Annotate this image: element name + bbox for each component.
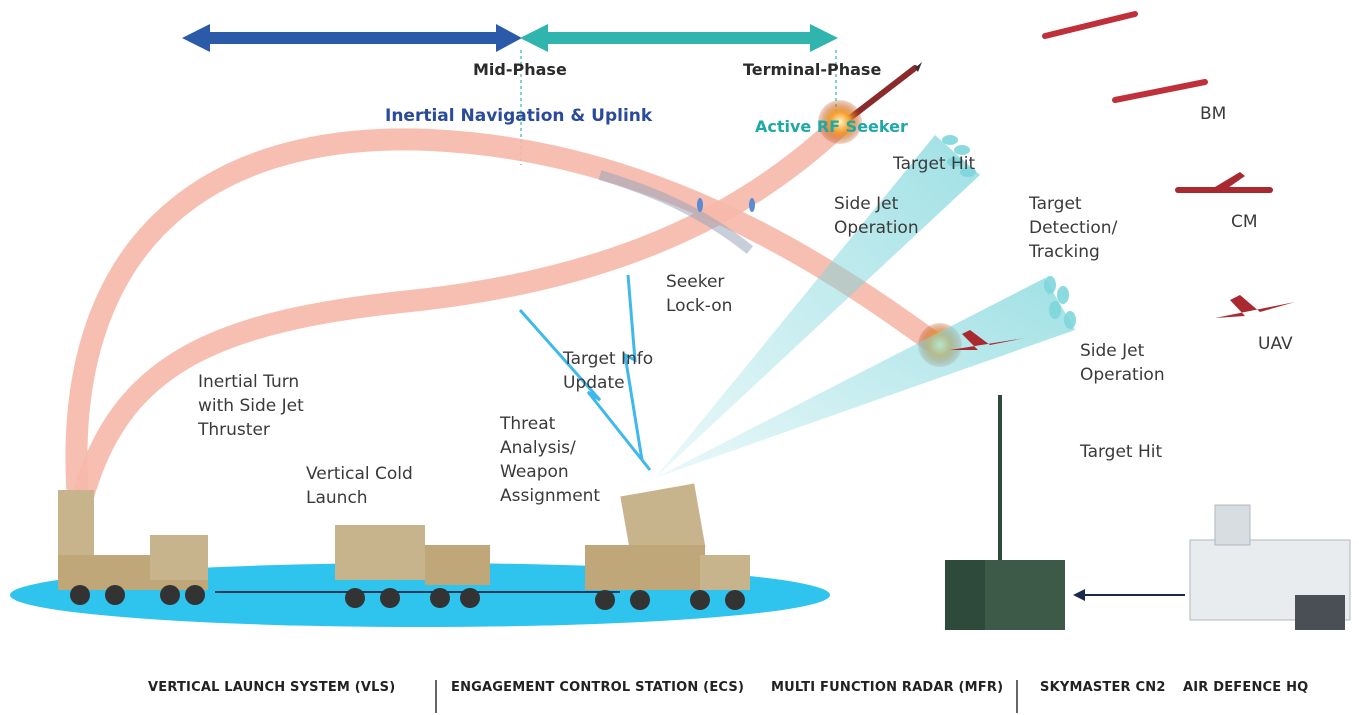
radar-beam-lower — [655, 278, 1075, 478]
trajectory-shadow — [598, 170, 754, 254]
skymaster-caption: SKYMASTER CN2 — [1040, 680, 1166, 695]
target-hit-lower-label: Target Hit — [1080, 442, 1163, 462]
trajectory-upper — [65, 128, 941, 511]
uplink-lightning-2 — [623, 274, 644, 461]
mid-phase-label: Mid-Phase — [473, 60, 567, 79]
uav-icon — [1215, 295, 1295, 318]
hq-building-icon — [1189, 504, 1351, 630]
beam-cluster-upper — [942, 135, 976, 177]
cm-icon — [1175, 172, 1273, 193]
bm-label: BM — [1200, 104, 1227, 124]
seeker-lockon-label: Seeker Lock-on — [666, 272, 733, 316]
bm-icon — [1112, 79, 1208, 103]
skymaster-tower-icon — [945, 395, 1065, 630]
launcher-vehicle-icon — [335, 525, 490, 608]
phase-marker-1 — [697, 198, 703, 212]
inertial-turn-label: Inertial Turn with Side Jet Thruster — [198, 372, 304, 440]
uplink-lightning-1 — [518, 309, 652, 471]
target-detection-label: Target Detection/ Tracking — [1029, 194, 1118, 262]
mid-phase-arrow — [182, 24, 522, 52]
interceptor-missile — [847, 62, 922, 121]
cm-label: CM — [1231, 212, 1258, 232]
side-jet-upper-label: Side Jet Operation — [834, 194, 919, 238]
phase-marker-2 — [749, 198, 755, 212]
vls-caption: VERTICAL LAUNCH SYSTEM (VLS) — [148, 680, 396, 695]
hq-link-arrowhead — [1073, 589, 1085, 601]
active-rf-seeker-label: Active RF Seeker — [755, 117, 908, 136]
target-info-label: Target Info Update — [563, 349, 654, 393]
vertical-cold-launch-label: Vertical Cold Launch — [306, 464, 413, 508]
target-hit-upper-label: Target Hit — [893, 154, 976, 174]
ecs-caption: ENGAGEMENT CONTROL STATION (ECS) — [451, 680, 745, 695]
threat-missile-top — [1042, 11, 1138, 39]
vls-vehicle-icon — [58, 490, 208, 605]
mfr-caption: MULTI FUNCTION RADAR (MFR) — [771, 680, 1004, 695]
trajectory-lower — [71, 114, 851, 511]
terminal-phase-arrow — [520, 24, 838, 52]
uav-label: UAV — [1258, 334, 1293, 354]
beam-cluster-lower — [1044, 276, 1076, 329]
air-defence-hq-caption: AIR DEFENCE HQ — [1183, 680, 1309, 695]
terminal-phase-label: Terminal-Phase — [743, 60, 882, 79]
mfr-vehicle-icon — [585, 483, 750, 610]
inertial-navigation-label: Inertial Navigation & Uplink — [385, 106, 653, 126]
side-jet-lower-label: Side Jet Operation — [1080, 341, 1165, 385]
threat-analysis-label: Threat Analysis/ Weapon Assignment — [500, 414, 601, 506]
radar-beam-upper — [655, 135, 980, 478]
explosion-upper — [818, 100, 862, 144]
enemy-jet — [950, 330, 1025, 350]
